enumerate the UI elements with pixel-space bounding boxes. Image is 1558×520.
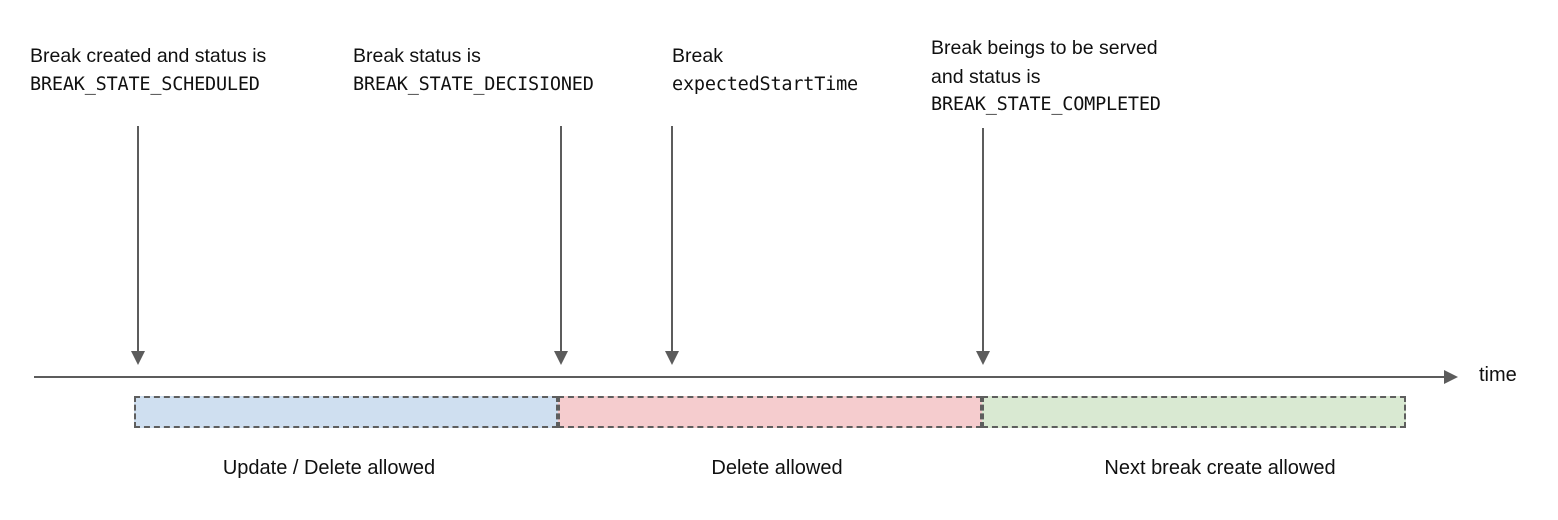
event-arrow-break-completed (975, 128, 991, 365)
phase-label-update-delete: Update / Delete allowed (222, 457, 436, 479)
arrow-shaft (137, 126, 139, 352)
annotation-line: BREAK_STATE_SCHEDULED (30, 73, 260, 95)
arrow-down-icon (975, 351, 990, 365)
arrow-shaft (982, 128, 984, 352)
annotation-line: Break created and status is (30, 45, 267, 67)
arrow-shaft (671, 126, 673, 352)
arrow-down-icon (130, 351, 145, 365)
phase-label-delete-only: Delete allowed (711, 457, 843, 479)
phase-label-next-break-create: Next break create allowed (1104, 457, 1336, 479)
phase-bar-delete-only (558, 396, 982, 428)
arrow-down-icon (553, 351, 568, 365)
annotation-line: Break (672, 45, 723, 67)
annotation-line: Break beings to be served (931, 37, 1158, 59)
annotation-line: Break status is (353, 45, 481, 67)
time-axis (34, 369, 1458, 384)
time-axis-label: time (1479, 364, 1517, 386)
phase-bar-next-break-create (982, 396, 1406, 428)
event-arrow-break-created (130, 126, 146, 365)
event-annotation-expected-start-time: Break expectedStartTime (672, 42, 858, 99)
arrow-shaft (560, 126, 562, 352)
event-annotation-break-decisioned: Break status is BREAK_STATE_DECISIONED (353, 42, 594, 99)
annotation-line: and status is (931, 65, 1041, 88)
event-arrow-expected-start-time (664, 126, 680, 365)
phase-bar-update-delete (134, 396, 558, 428)
event-arrow-break-decisioned (553, 126, 569, 365)
annotation-line: expectedStartTime (672, 73, 858, 95)
time-axis-arrowhead-icon (1444, 369, 1458, 384)
annotation-line: BREAK_STATE_COMPLETED (931, 94, 1161, 115)
event-annotation-break-created: Break created and status is BREAK_STATE_S… (30, 42, 266, 99)
event-annotation-break-completed: Break beings to be served and status is BR… (931, 34, 1161, 120)
arrow-down-icon (664, 351, 679, 365)
time-axis-line (34, 376, 1446, 378)
annotation-line: BREAK_STATE_DECISIONED (353, 73, 594, 95)
